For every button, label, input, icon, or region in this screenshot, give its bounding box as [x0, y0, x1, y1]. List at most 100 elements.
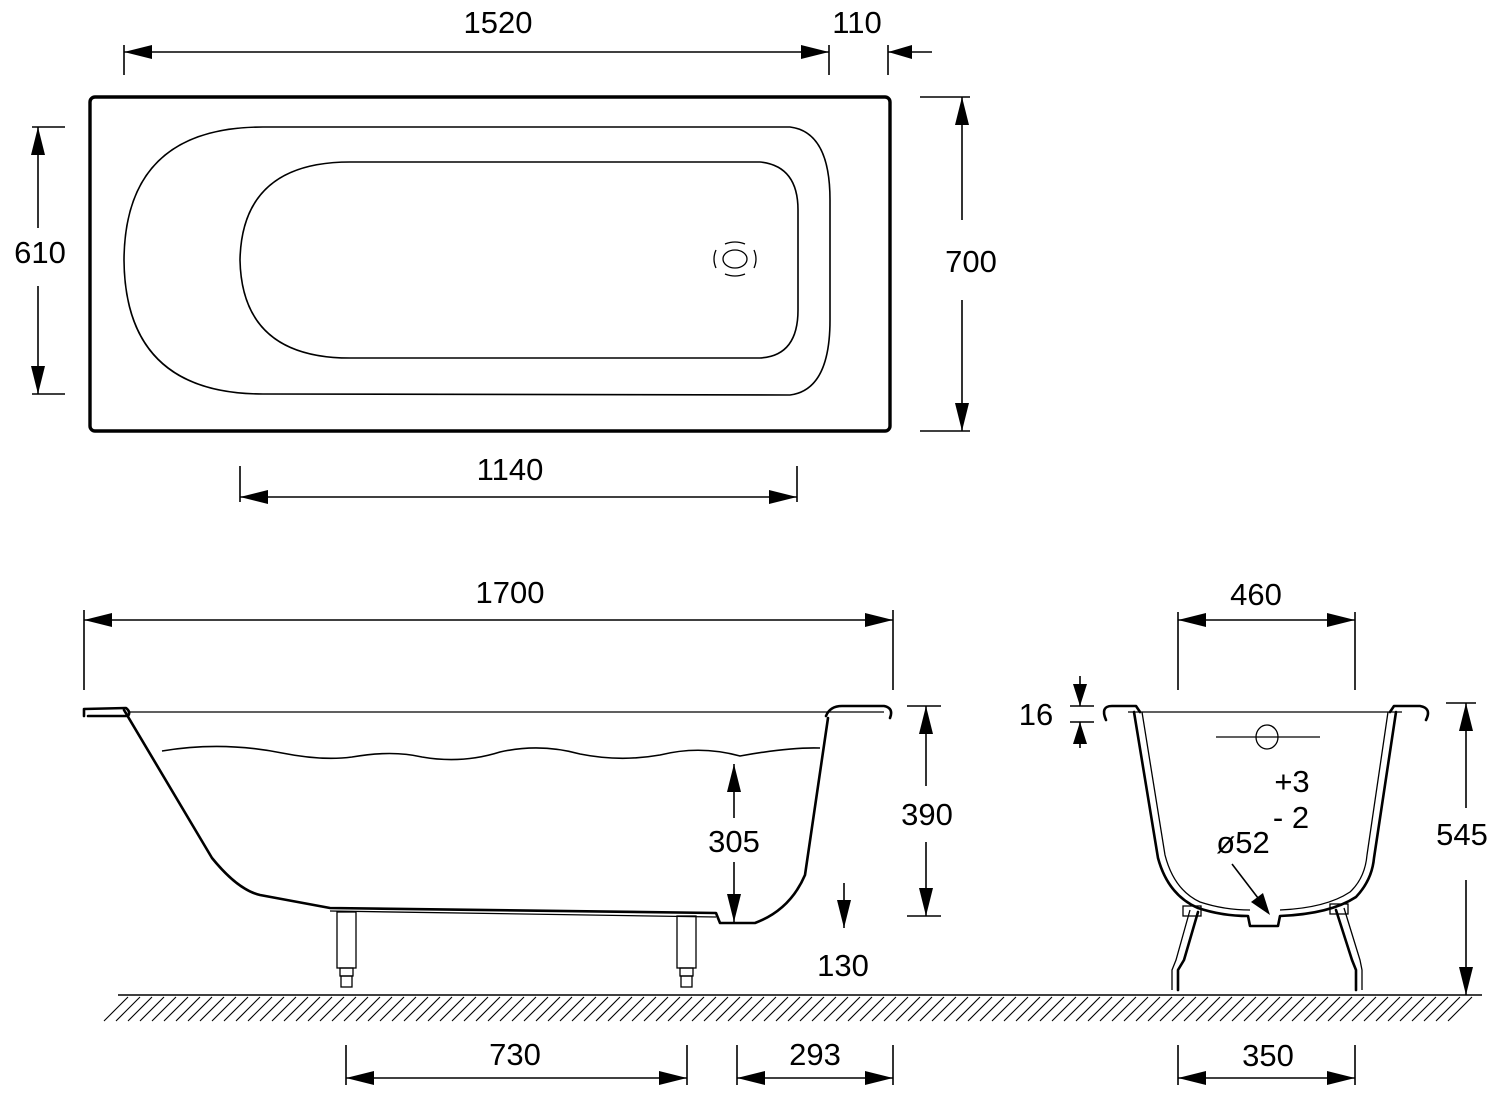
hatch-line: [475, 996, 501, 1022]
dim-end-offset: [736, 1045, 894, 1085]
hatch-line: [1135, 996, 1161, 1022]
hatch-line: [331, 996, 357, 1022]
hatch-line: [619, 996, 645, 1022]
hatch-line: [787, 996, 813, 1022]
plan-view: 1520 110 610 700: [14, 5, 997, 504]
dim-side-length: [83, 610, 894, 690]
leader-arrow-drain: [1231, 863, 1270, 915]
floor-hatch-lines: [103, 996, 1473, 1022]
side-shell-outline: [122, 708, 830, 925]
hatch-line: [607, 996, 633, 1022]
hatch-line: [559, 996, 585, 1022]
hatch-line: [703, 996, 729, 1022]
tolerance-minus: - 2: [1273, 800, 1309, 835]
hatch-line: [235, 996, 261, 1022]
hatch-line: [211, 996, 237, 1022]
hatch-line: [1207, 996, 1233, 1022]
hatch-line: [871, 996, 897, 1022]
hatch-line: [115, 996, 141, 1022]
hatch-line: [1279, 996, 1305, 1022]
hatch-line: [319, 996, 345, 1022]
drain-icon: [713, 241, 757, 277]
hatch-line: [103, 996, 129, 1022]
hatch-line: [1303, 996, 1329, 1022]
hatch-line: [1315, 996, 1341, 1022]
hatch-line: [283, 996, 309, 1022]
side-left-rim: [82, 706, 131, 718]
dim-drain-offset: [837, 883, 851, 928]
dim-label-110: 110: [832, 5, 881, 40]
hatch-line: [1375, 996, 1401, 1022]
dim-plan-length: [123, 45, 830, 75]
hatch-line: [271, 996, 297, 1022]
hatch-line: [679, 996, 705, 1022]
hatch-line: [691, 996, 717, 1022]
dim-plan-width-inner: [31, 126, 65, 395]
hatch-line: [835, 996, 861, 1022]
dim-water-depth: [727, 764, 741, 922]
hatch-line: [295, 996, 321, 1022]
hatch-line: [1351, 996, 1377, 1022]
hatch-line: [1051, 996, 1077, 1022]
hatch-line: [1327, 996, 1353, 1022]
hatch-line: [187, 996, 213, 1022]
hatch-line: [739, 996, 765, 1022]
dim-side-height: [907, 705, 941, 917]
hatch-line: [1363, 996, 1389, 1022]
hatch-line: [943, 996, 969, 1022]
hatch-line: [1267, 996, 1293, 1022]
hatch-line: [775, 996, 801, 1022]
hatch-line: [259, 996, 285, 1022]
end-leg-right: [1329, 903, 1363, 992]
hatch-line: [979, 996, 1005, 1022]
dim-end-top-width: [1177, 612, 1356, 690]
hatch-line: [907, 996, 933, 1022]
hatch-line: [667, 996, 693, 1022]
hatch-line: [487, 996, 513, 1022]
hatch-line: [463, 996, 489, 1022]
hatch-line: [523, 996, 549, 1022]
hatch-line: [571, 996, 597, 1022]
hatch-line: [1447, 996, 1473, 1022]
hatch-line: [919, 996, 945, 1022]
hatch-line: [451, 996, 477, 1022]
hatch-line: [415, 996, 441, 1022]
dim-label-730: 730: [489, 1037, 541, 1072]
hatch-line: [511, 996, 537, 1022]
hatch-line: [655, 996, 681, 1022]
hatch-line: [847, 996, 873, 1022]
side-view: 1700 390 305 130: [82, 575, 953, 1085]
hatch-line: [643, 996, 669, 1022]
overflow-icon: [1216, 724, 1320, 750]
hatch-line: [1243, 996, 1269, 1022]
dim-label-16: 16: [1019, 697, 1053, 732]
hatch-line: [763, 996, 789, 1022]
hatch-line: [355, 996, 381, 1022]
side-leg-left: [336, 911, 357, 988]
hatch-line: [883, 996, 909, 1022]
dim-label-610: 610: [14, 235, 66, 270]
hatch-line: [1147, 996, 1173, 1022]
tolerance-plus: +3: [1274, 764, 1309, 799]
dim-label-drain-diameter: ø52: [1216, 825, 1269, 860]
hatch-line: [1183, 996, 1209, 1022]
dim-bottom-length: [239, 466, 798, 504]
dim-plan-width-outer: [920, 96, 970, 432]
hatch-line: [715, 996, 741, 1022]
floor-hatching: [103, 994, 1482, 1022]
dim-end-leg-spacing: [1177, 1045, 1356, 1085]
end-left-rim: [1102, 704, 1142, 722]
hatch-line: [1171, 996, 1197, 1022]
hatch-line: [1123, 996, 1149, 1022]
plan-inner-basin: [123, 126, 831, 396]
dim-rim-offset: [887, 45, 932, 75]
end-shell-outline: [1132, 710, 1398, 928]
dim-end-height: [1446, 702, 1476, 995]
hatch-line: [1159, 996, 1185, 1022]
hatch-line: [139, 996, 165, 1022]
end-leg-left: [1171, 905, 1202, 992]
hatch-line: [367, 996, 393, 1022]
dim-label-390: 390: [901, 797, 953, 832]
hatch-line: [955, 996, 981, 1022]
hatch-line: [1291, 996, 1317, 1022]
